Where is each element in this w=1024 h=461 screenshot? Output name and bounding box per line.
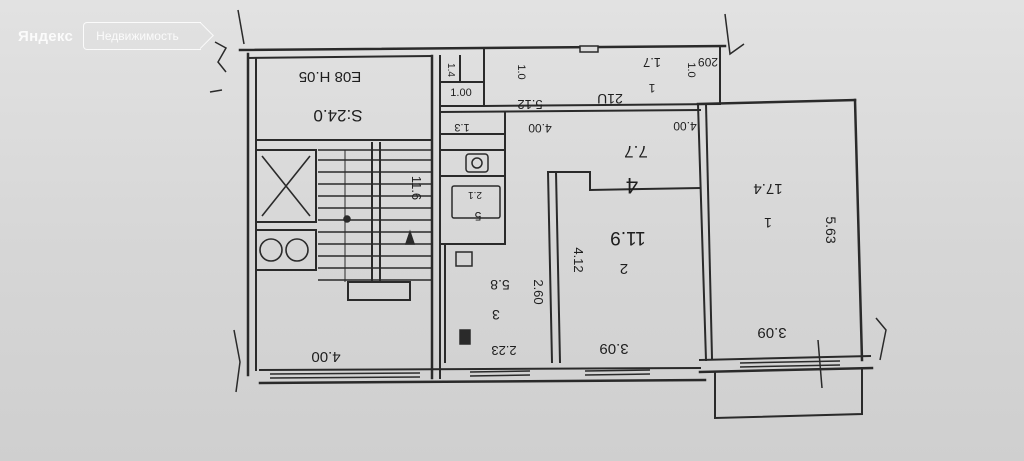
label-room1-right: 5.63 <box>823 216 839 243</box>
label-stair-length: 11.6 <box>409 176 424 200</box>
label-balcony-area: 1.7 <box>643 55 661 70</box>
label-room1-num: 1 <box>764 215 772 231</box>
label-corner-top: 209 <box>698 55 718 69</box>
label-stair-top: Е08 Н.05 <box>299 68 362 85</box>
label-corridor-dim1: 4.00 <box>528 121 552 135</box>
label-wc-small: 1.3 <box>454 121 469 133</box>
label-room2-num: 2 <box>620 260 628 277</box>
label-room3-side: 2.60 <box>531 279 546 304</box>
bathroom-fixtures <box>451 153 501 345</box>
label-wc-area: 1.4 <box>445 63 456 77</box>
label-bath-num: 5 <box>474 209 481 223</box>
yandex-realty-watermark: Яндекс Недвижимость <box>18 22 201 50</box>
label-hall-num: 4 <box>626 173 638 198</box>
label-corner-mid: 1.0 <box>685 62 697 77</box>
label-stair-bottom: 4.00 <box>311 348 340 365</box>
label-room2-left: 4.12 <box>571 247 586 272</box>
label-room1-bottom: 3.09 <box>757 324 786 341</box>
plan-labels: Е08 Н.05 S:24.0 4.00 11.6 1.00 1.3 1.4 1… <box>299 55 839 365</box>
label-hall-area: 7.7 <box>624 142 648 161</box>
label-balcony-width: 5.12 <box>517 97 542 112</box>
watermark-brand: Яндекс <box>18 27 74 45</box>
staircase <box>255 142 432 301</box>
label-room3-area: 5.8 <box>490 277 510 293</box>
label-room1-area: 17.4 <box>753 180 782 197</box>
sketch-marks <box>209 9 887 393</box>
label-wc-h: 1.0 <box>515 64 527 79</box>
plan-windows <box>269 45 841 379</box>
label-balcony-num: 1 <box>648 81 655 95</box>
label-room2-area: 11.9 <box>610 227 646 248</box>
label-balcony-code: 21U <box>597 91 623 107</box>
label-room3-bottom: 2.23 <box>491 343 516 358</box>
label-room3-num: 3 <box>492 307 500 323</box>
plan-walls <box>238 44 874 420</box>
label-corridor-dim2: 4.00 <box>673 119 697 133</box>
label-wc-top: 1.00 <box>450 87 471 99</box>
label-room2-bottom: 3.09 <box>599 340 628 357</box>
label-stair-area: S:24.0 <box>313 106 362 125</box>
label-bath-area: 2.1 <box>468 189 482 200</box>
watermark-service: Недвижимость <box>83 22 201 50</box>
